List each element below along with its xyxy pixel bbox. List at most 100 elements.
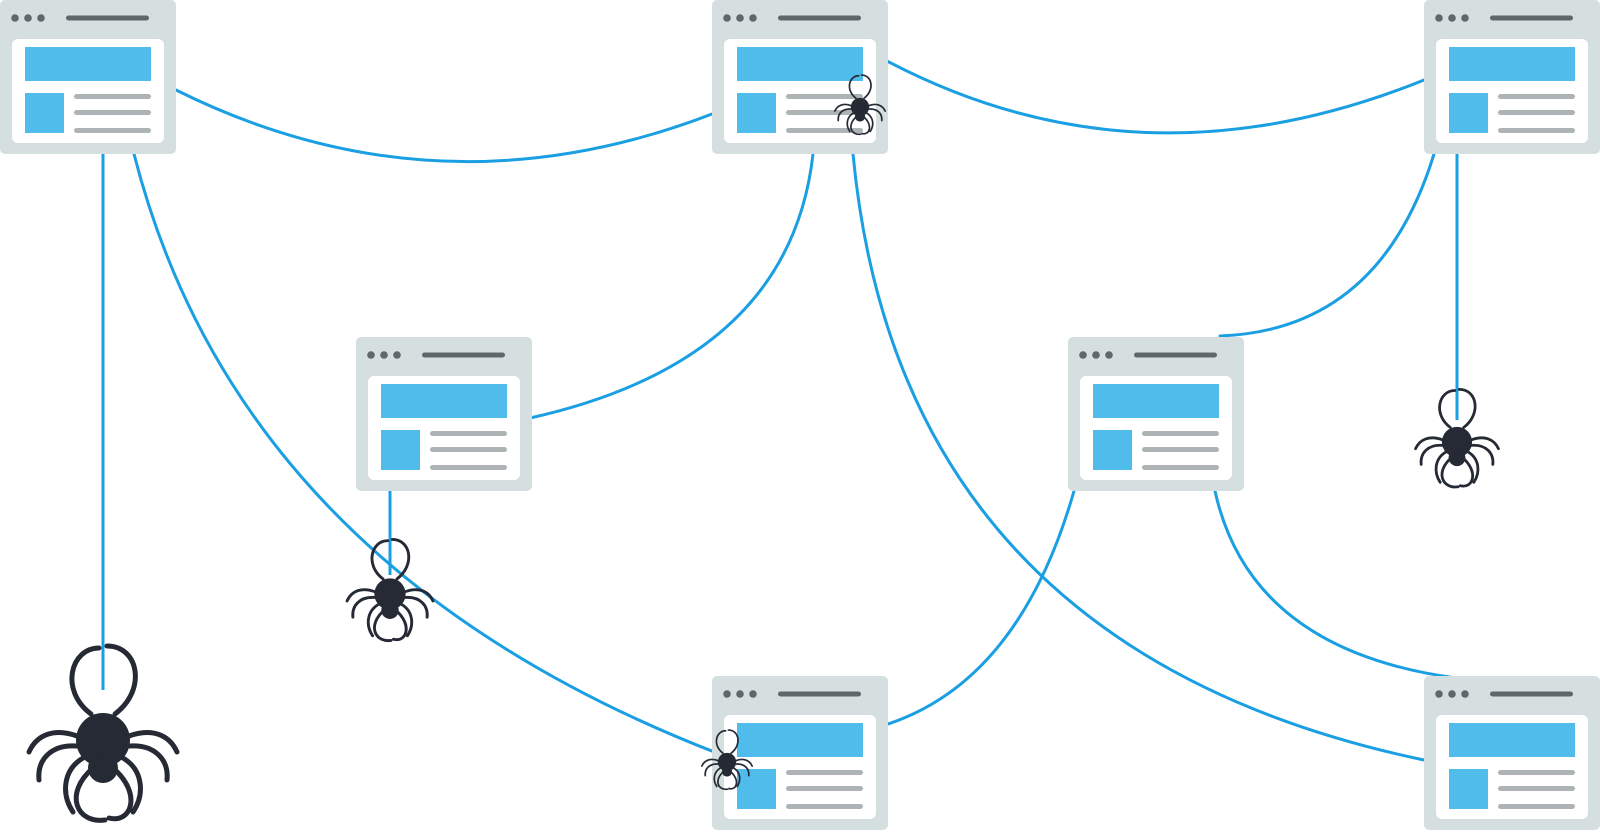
spider-leg [1470, 436, 1500, 451]
spider-leg [734, 758, 754, 767]
spider-leg [403, 596, 429, 619]
spider-leg [104, 643, 138, 717]
address-bar [1134, 352, 1217, 358]
window-dot [749, 14, 757, 22]
spider-leg [732, 767, 741, 788]
spider-leg [728, 770, 738, 790]
text-line [786, 804, 863, 809]
spider-abdomen [381, 601, 399, 619]
web-page-bottom-right [1424, 676, 1600, 830]
spider-large-hanging [26, 643, 180, 823]
spider-crawling-bottom-page [700, 729, 754, 791]
address-bar [778, 15, 861, 21]
window-dot [1461, 690, 1469, 698]
spider-leg [850, 115, 862, 136]
spider-leg [69, 645, 102, 717]
web-threads [132, 58, 1458, 762]
text-line [74, 110, 151, 115]
text-line [1498, 770, 1575, 775]
image-block [737, 769, 776, 809]
spider-leg [392, 608, 408, 642]
spider-thorax [717, 752, 737, 772]
spider-leg [403, 588, 435, 603]
spider-icon [1414, 387, 1500, 489]
browser-window-icon [1424, 676, 1600, 830]
spider-icon [345, 538, 435, 642]
spider-leg [400, 602, 414, 638]
spider-leg [1434, 450, 1448, 484]
text-line [1498, 110, 1575, 115]
spider-leg [717, 770, 729, 791]
web-thread [1218, 152, 1436, 338]
window-dot [1448, 690, 1456, 698]
spider-leg [373, 608, 393, 642]
spider-leg [1419, 443, 1444, 466]
window-dot [380, 351, 388, 359]
text-line [74, 94, 151, 99]
browser-window-icon [356, 337, 532, 491]
text-line [786, 110, 863, 115]
window-dot [367, 351, 375, 359]
web-thread [528, 152, 815, 420]
text-line [786, 786, 863, 791]
spider-leg [1414, 436, 1444, 451]
spider-leg [63, 755, 86, 815]
spider-leg [867, 108, 883, 122]
browser-window-icon [0, 0, 176, 154]
web-page-top-right [1424, 0, 1600, 154]
spider-leg [366, 602, 380, 638]
spider-abdomen [721, 766, 733, 777]
text-line [430, 431, 507, 436]
text-line [74, 128, 151, 133]
spider-leg [861, 115, 871, 135]
spider-abdomen [854, 111, 866, 122]
web-page-middle-left [356, 337, 532, 491]
text-line [786, 94, 863, 99]
web-thread [174, 88, 714, 164]
window-dot [736, 14, 744, 22]
hero-block [381, 384, 507, 418]
spider-thorax [850, 97, 870, 117]
spider-thorax [1441, 426, 1473, 458]
window-dot [24, 14, 32, 22]
spider-leg [1466, 450, 1480, 484]
text-line [1498, 786, 1575, 791]
web-thread [1213, 489, 1458, 680]
browser-window-icon [712, 0, 888, 154]
spider-leg [345, 588, 377, 603]
spider-leg [1458, 456, 1474, 488]
text-line [786, 770, 863, 775]
hero-block [737, 723, 863, 757]
address-bar [1490, 691, 1573, 697]
spider-right-hanging [1414, 387, 1500, 489]
spider-leg [1440, 456, 1460, 489]
spider-leg [120, 755, 143, 815]
window-dot [1461, 14, 1469, 22]
hero-block [25, 47, 151, 81]
web-page-top-center [712, 0, 888, 154]
hero-block [1093, 384, 1219, 418]
image-block [737, 93, 776, 133]
spider-leg [1470, 443, 1495, 466]
spider-leg [865, 112, 874, 133]
window-dot [1435, 690, 1443, 698]
spider-icon [26, 643, 180, 823]
window-dot [393, 351, 401, 359]
spider-leg [370, 539, 390, 581]
spider-leg [26, 730, 80, 755]
spider-leg [734, 763, 750, 777]
web-thread [886, 489, 1076, 726]
text-line [430, 447, 507, 452]
spider-abdomen [88, 753, 118, 783]
address-bar [422, 352, 505, 358]
spider-leg [867, 103, 887, 112]
browser-window-icon [712, 676, 888, 830]
spider-leg [713, 767, 722, 788]
spider-thorax [374, 578, 406, 610]
image-block [381, 430, 420, 470]
spider-silk-lines [101, 154, 1459, 690]
image-block [1449, 769, 1488, 809]
image-block [1449, 93, 1488, 133]
